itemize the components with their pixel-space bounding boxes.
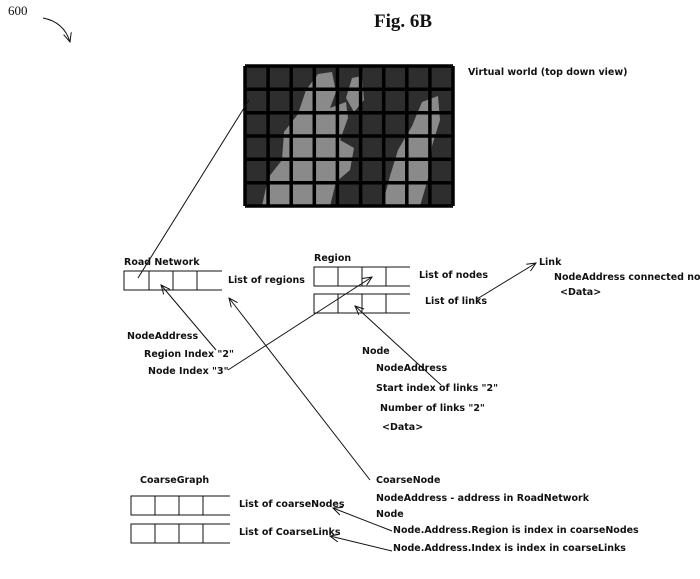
road-network-title: Road Network <box>124 257 200 268</box>
coarse-links-array <box>130 523 230 544</box>
coarse-nodes-array <box>130 495 230 516</box>
list-of-coarse-links-label: List of CoarseLinks <box>239 527 341 538</box>
region-nodes-array <box>313 266 410 287</box>
figure-title: Fig. 6B <box>374 11 433 32</box>
node-index-label: Node Index "3" <box>148 366 229 377</box>
node-index-arrow <box>227 277 372 371</box>
coarse-node-address-arrow <box>229 298 371 481</box>
world-to-region-list-connector <box>137 99 250 279</box>
coarse-graph-title: CoarseGraph <box>140 475 210 486</box>
virtual-world-label: Virtual world (top down view) <box>468 67 628 78</box>
region-rule-label: Node.Address.Region is index in coarseNo… <box>393 525 639 536</box>
link-data-label: <Data> <box>560 287 602 298</box>
region-links-array <box>313 293 410 314</box>
list-of-nodes-label: List of nodes <box>419 270 488 281</box>
region-title: Region <box>314 253 352 264</box>
link-arrow <box>476 263 536 300</box>
figure-reference-arrow <box>42 17 70 42</box>
node-address-field-label: NodeAddress <box>376 363 448 374</box>
list-of-coarse-nodes-label: List of coarseNodes <box>239 499 345 510</box>
road-network-regions-array <box>123 270 222 291</box>
link-title: Link <box>539 257 562 268</box>
coarse-node-title: CoarseNode <box>376 475 441 486</box>
node-data-label: <Data> <box>382 422 424 433</box>
start-index-arrow <box>355 306 442 386</box>
coarse-links-index-arrow <box>330 536 393 552</box>
region-index-arrow <box>161 285 217 351</box>
region-index-label: Region Index "2" <box>144 349 234 360</box>
virtual-world-map <box>243 64 455 208</box>
list-of-regions-label: List of regions <box>228 275 305 286</box>
coarse-node-node-label: Node <box>376 509 404 520</box>
list-of-links-label: List of links <box>425 296 488 307</box>
node-title: Node <box>362 346 390 357</box>
node-address-title: NodeAddress <box>127 331 199 342</box>
index-rule-label: Node.Address.Index is index in coarseLin… <box>393 543 626 554</box>
coarse-node-address-label: NodeAddress - address in RoadNetwork <box>376 493 590 504</box>
link-node-address-label: NodeAddress connected node <box>554 272 700 283</box>
coarse-nodes-region-arrow <box>333 508 393 532</box>
number-of-links-label: Number of links "2" <box>380 403 485 414</box>
figure-number: 600 <box>8 3 28 18</box>
start-index-label: Start index of links "2" <box>376 383 499 394</box>
